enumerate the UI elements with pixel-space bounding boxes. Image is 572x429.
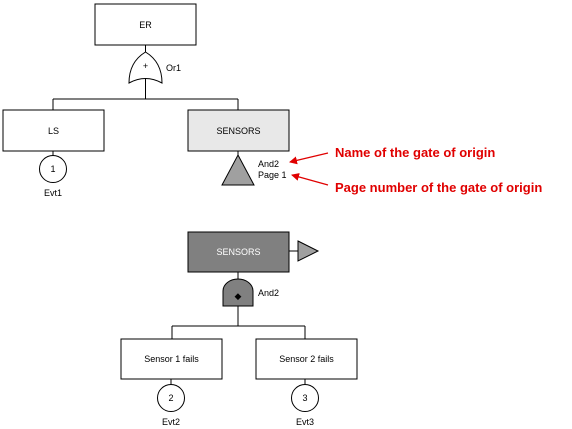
event-box-sensor-2-fails[interactable]: Sensor 2 fails [255, 338, 358, 380]
transfer-gate-name: And2 [258, 159, 279, 169]
basic-event-name: Evt2 [162, 417, 180, 427]
or-gate-name: Or1 [166, 63, 181, 73]
event-box-ls-label: LS [48, 126, 59, 136]
event-box-sensor-1-fails[interactable]: Sensor 1 fails [120, 338, 223, 380]
basic-event-number: 2 [168, 393, 173, 403]
gate-box-sensors[interactable]: SENSORS [187, 231, 290, 273]
basic-event-evt2[interactable]: 2 [157, 384, 185, 412]
and-gate-symbol: ◆ [235, 291, 242, 301]
basic-event-name: Evt3 [296, 417, 314, 427]
event-box-ls[interactable]: LS [2, 109, 105, 152]
gate-box-sensors-label: SENSORS [216, 247, 260, 257]
annotation-arrow [291, 173, 329, 186]
annotation-arrow [289, 152, 329, 165]
basic-event-number: 1 [50, 164, 55, 174]
and-gate-name: And2 [258, 288, 279, 298]
transfer-in-triangle-icon[interactable] [221, 153, 255, 186]
basic-event-evt1[interactable]: 1 [39, 155, 67, 183]
basic-event-name: Evt1 [44, 188, 62, 198]
annotation-gate-name: Name of the gate of origin [335, 145, 495, 160]
event-box-sensors[interactable]: SENSORS [187, 109, 290, 152]
transfer-out-triangle-icon[interactable] [297, 240, 320, 262]
bottom-fault-tree: SENSORS ◆ And2 Sensor 1 fails 2 Evt2 [120, 231, 358, 427]
annotation-page-number: Page number of the gate of origin [335, 180, 542, 195]
or-gate-symbol: + [143, 61, 148, 71]
event-box-sensor-2-label: Sensor 2 fails [279, 354, 334, 364]
or-gate-or1[interactable]: + [128, 51, 163, 84]
top-event-er-label: ER [139, 20, 152, 30]
basic-event-number: 3 [302, 393, 307, 403]
top-fault-tree: ER + Or1 LS 1 Evt1 SENSORS [2, 3, 290, 198]
event-box-sensors-label: SENSORS [216, 126, 260, 136]
top-event-er[interactable]: ER [94, 3, 197, 46]
basic-event-evt3[interactable]: 3 [291, 384, 319, 412]
transfer-page-number: Page 1 [258, 170, 287, 180]
annotations: Name of the gate of origin Page number o… [289, 145, 542, 195]
and-gate-and2[interactable]: ◆ [222, 278, 254, 307]
event-box-sensor-1-label: Sensor 1 fails [144, 354, 199, 364]
